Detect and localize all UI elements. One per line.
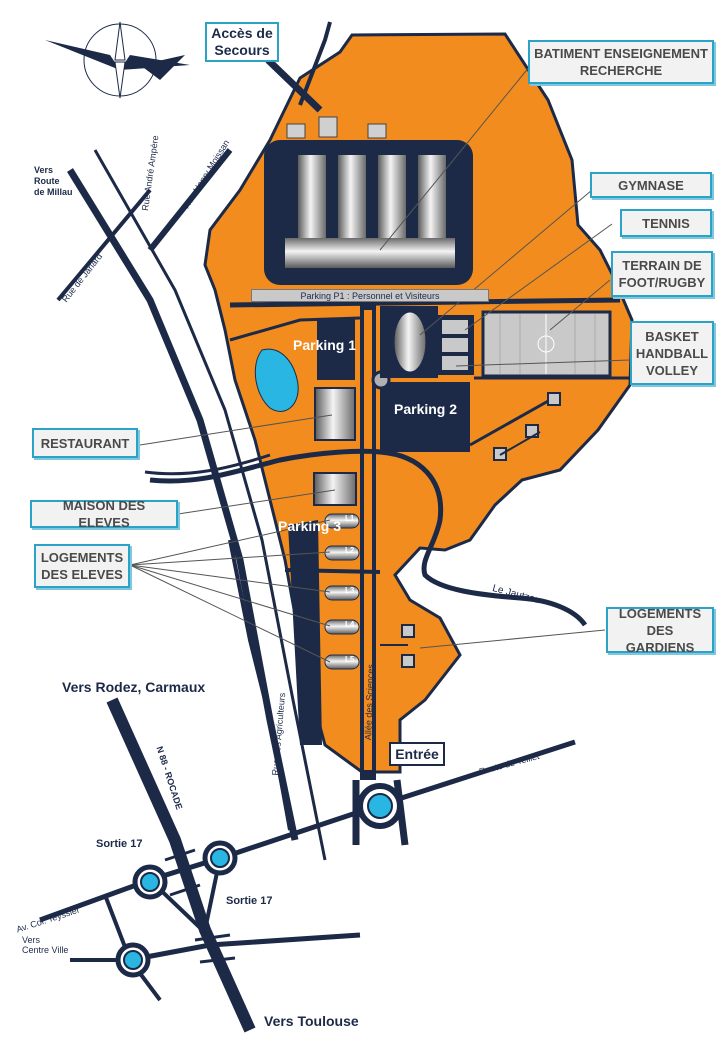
callout-tennis: TENNIS	[620, 209, 712, 237]
gymnase-building	[393, 311, 427, 373]
roundabout-sortie-b	[132, 864, 168, 900]
road-north	[298, 21, 332, 106]
callout-logements-gardiens: LOGEMENTS DES GARDIENS	[606, 606, 714, 655]
direction-toulouse: Vers Toulouse	[264, 1013, 359, 1029]
entree-label: Entrée	[389, 742, 445, 766]
road-agriculteurs	[228, 539, 292, 831]
parking-2-area	[380, 382, 470, 452]
direction-centre-ville: Vers Centre Ville	[22, 935, 69, 955]
leader-lines	[129, 65, 631, 663]
parking-1-area	[317, 318, 355, 380]
parking-3-label: Parking 3	[278, 518, 342, 534]
parking-3-area	[288, 520, 322, 745]
lodging-l2: L2	[345, 546, 355, 555]
road-henry-moissan	[147, 148, 233, 252]
callout-batiment: BATIMENT ENSEIGNEMENT RECHERCHE	[528, 40, 714, 84]
parking-p1-bar: Parking P1 : Personnel et Visiteurs	[251, 289, 489, 302]
lodging-l4: L4	[345, 620, 355, 629]
callout-basket: BASKET HANDBALL VOLLEY	[630, 321, 714, 385]
compass-rose-icon	[45, 21, 190, 99]
parking-1-label: Parking 1	[293, 337, 357, 353]
parking-2-label: Parking 2	[394, 401, 458, 417]
restaurant-building	[314, 387, 356, 441]
road-acces-secours	[265, 57, 323, 113]
lodging-l1: L1	[345, 514, 355, 523]
roundabout-sortie-a	[202, 840, 238, 876]
road-teillet	[379, 739, 576, 808]
road-rocade	[106, 697, 256, 1033]
maison-building	[313, 472, 357, 506]
callout-gymnase: GYMNASE	[590, 172, 712, 198]
callout-restaurant: RESTAURANT	[32, 428, 138, 458]
lake	[254, 348, 299, 412]
direction-millau: Vers Route de Millau	[34, 165, 73, 197]
lodging-l3: L3	[345, 586, 355, 595]
river-jautzou	[149, 448, 588, 627]
callout-terrain: TERRAIN DE FOOT/RUGBY	[611, 251, 713, 297]
lodging-l5: L5	[345, 655, 355, 664]
railway-right	[93, 149, 327, 861]
callout-maison: MAISON DES ELEVES	[30, 498, 178, 530]
lodging-buildings	[324, 513, 360, 670]
sortie-17-label-b: Sortie 17	[226, 895, 273, 907]
road-jarlard	[56, 188, 152, 302]
sortie-17-label-a: Sortie 17	[96, 838, 143, 850]
roundabout-centre	[115, 942, 151, 978]
roundabout-main	[357, 783, 403, 829]
acces-secours-label: Accès de Secours	[205, 22, 279, 62]
direction-rodez: Vers Rodez, Carmaux	[62, 679, 206, 695]
callout-logements-eleves: LOGEMENTS DES ELEVES	[34, 544, 130, 588]
